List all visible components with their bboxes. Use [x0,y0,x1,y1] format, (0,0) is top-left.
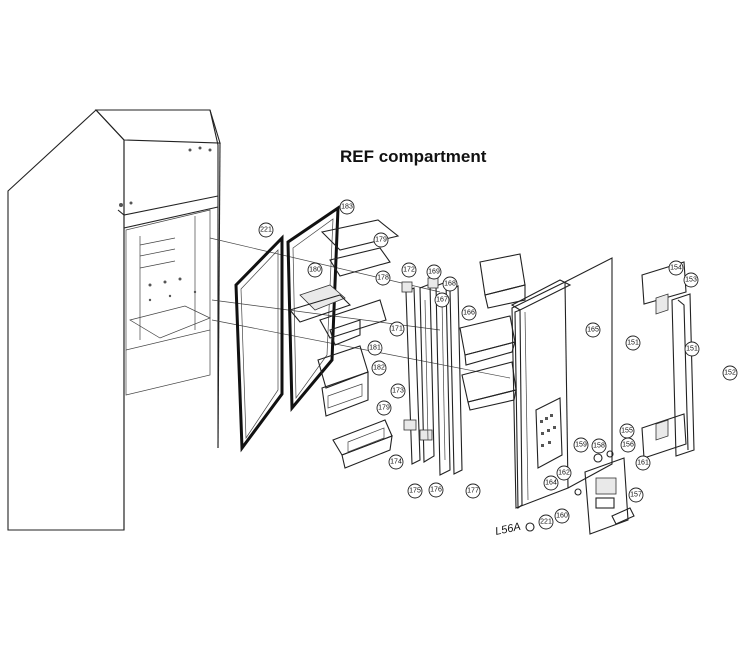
callout-177: 177 [465,483,481,499]
svg-text:161: 161 [637,460,649,467]
diagram-title: REF compartment [340,147,487,166]
callout-157: 157 [628,487,644,503]
svg-text:155: 155 [621,428,633,435]
svg-text:171: 171 [391,326,403,333]
svg-text:168: 168 [444,281,456,288]
svg-text:181: 181 [369,345,381,352]
callout-160: 160 [554,508,570,524]
svg-text:156: 156 [622,442,634,449]
svg-text:152: 152 [724,370,736,377]
mullion-rails [401,277,463,476]
callout-166: 166 [461,305,477,321]
callout-155: 155 [619,423,635,439]
callout-183: 183 [339,199,355,215]
door-gasket-221 [234,234,284,453]
door-handle [641,261,695,459]
svg-text:175: 175 [409,488,421,495]
svg-text:154: 154 [670,265,682,272]
svg-text:151: 151 [627,340,639,347]
svg-text:160: 160 [556,513,568,520]
callout-156: 156 [620,437,636,453]
callout-176: 176 [428,482,444,498]
refrigerator-door [510,257,613,510]
callout-173: 173 [390,383,406,399]
callout-221: 221 [538,514,554,530]
door-gasket-183 [286,205,340,413]
svg-text:172: 172 [403,267,415,274]
callout-175: 175 [407,483,423,499]
callout-180: 180 [307,262,323,278]
door-shelves-left [289,219,400,469]
refrigerator-cabinet [7,109,221,531]
callout-153: 153 [683,272,699,288]
svg-text:183: 183 [341,204,353,211]
dispenser-cover [525,450,635,535]
svg-text:164: 164 [545,480,557,487]
svg-text:173: 173 [392,388,404,395]
svg-text:178: 178 [377,275,389,282]
callout-172: 172 [401,262,417,278]
svg-text:179: 179 [378,405,390,412]
callout-174: 174 [388,454,404,470]
callout-162: 162 [556,465,572,481]
svg-text:165: 165 [587,327,599,334]
callout-151: 151 [625,335,641,351]
svg-text:221: 221 [540,519,552,526]
callout-179: 179 [373,232,389,248]
svg-text:153: 153 [685,277,697,284]
callout-171: 171 [389,321,405,337]
svg-text:177: 177 [467,488,479,495]
svg-text:166: 166 [463,310,475,317]
svg-text:157: 157 [630,492,642,499]
svg-text:174: 174 [390,459,402,466]
callout-178: 178 [375,270,391,286]
callout-168: 168 [442,276,458,292]
callout-181: 181 [367,340,383,356]
callout-221: 221 [258,222,274,238]
callout-152: 152 [722,365,738,381]
svg-text:151: 151 [686,346,698,353]
handwritten-label: L56A [494,521,522,538]
svg-text:167: 167 [436,297,448,304]
svg-text:176: 176 [430,487,442,494]
callout-159: 159 [573,437,589,453]
callout-179: 179 [376,400,392,416]
callout-182: 182 [371,360,387,376]
svg-text:179: 179 [375,237,387,244]
svg-text:159: 159 [575,442,587,449]
callout-161: 161 [635,455,651,471]
svg-text:162: 162 [558,470,570,477]
callout-165: 165 [585,322,601,338]
callout-164: 164 [543,475,559,491]
svg-text:169: 169 [428,269,440,276]
svg-text:180: 180 [309,267,321,274]
svg-text:182: 182 [373,365,385,372]
callout-154: 154 [668,260,684,276]
callout-167: 167 [434,292,450,308]
callout-labels: 183 221 179 180 178 172 169 168 167 166 171 181 182 1… [258,199,738,530]
svg-text:221: 221 [260,227,272,234]
callout-158: 158 [591,438,607,454]
svg-text:158: 158 [593,443,605,450]
callout-169: 169 [426,264,442,280]
callout-151: 151 [684,341,700,357]
